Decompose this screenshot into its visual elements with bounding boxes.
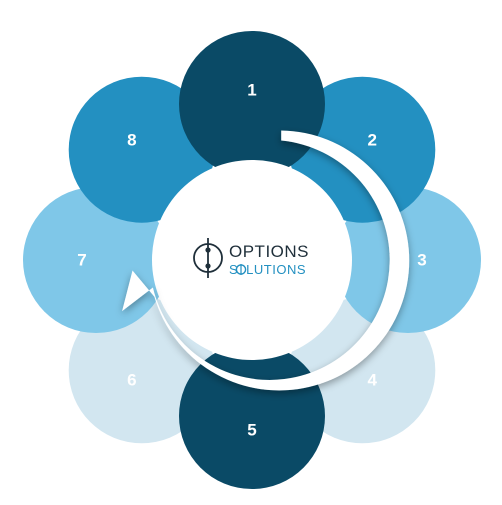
logo-line-solutions: S LUTIONS [229, 262, 306, 277]
step-6: 6 [68, 297, 215, 444]
step-number-1: 1 [247, 81, 256, 100]
step-8: 8 [68, 76, 215, 223]
step-number-5: 5 [247, 421, 256, 440]
options-solutions-logo: OPTIONS S LUTIONS [193, 238, 309, 278]
step-circle-5 [179, 343, 325, 489]
step-number-3: 3 [417, 251, 426, 270]
step-number-2: 2 [367, 130, 376, 149]
step-number-6: 6 [127, 371, 136, 390]
step-2: 2 [289, 76, 436, 223]
step-5: 5 [179, 343, 325, 489]
center-disc [152, 160, 352, 360]
logo-solutions-rest: LUTIONS [246, 262, 306, 277]
logo-icon [193, 238, 223, 278]
step-1: 1 [179, 31, 325, 177]
step-circle-2 [289, 76, 436, 223]
step-number-4: 4 [367, 371, 377, 390]
step-number-8: 8 [127, 130, 136, 149]
logo-line-options: OPTIONS [229, 242, 309, 261]
step-circle-8 [68, 76, 215, 223]
step-circle-1 [179, 31, 325, 177]
logo-solutions-first-letter: S [229, 262, 238, 277]
step-circle-6 [68, 297, 215, 444]
logo-o-symbol [235, 264, 247, 275]
step-circle-4 [289, 297, 436, 444]
step-4: 4 [289, 297, 436, 444]
step-number-7: 7 [77, 251, 86, 270]
